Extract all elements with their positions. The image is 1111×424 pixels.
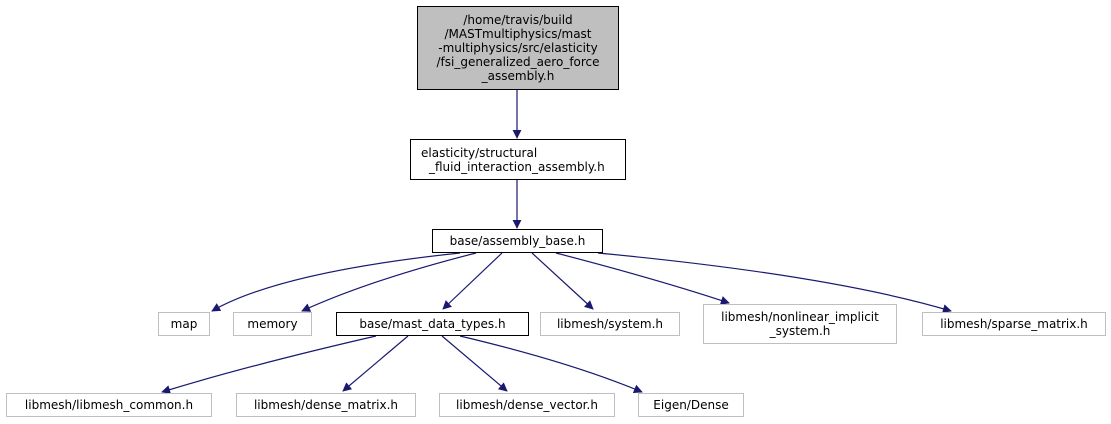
node-assembly-base[interactable]: base/assembly_base.h: [432, 229, 603, 253]
node-libmesh-libmesh-common[interactable]: libmesh/libmesh_common.h: [6, 393, 212, 417]
node-libmesh-dense-vector[interactable]: libmesh/dense_vector.h: [439, 393, 615, 417]
nonlinear-line-2: _system.h: [769, 324, 831, 338]
root-line-1: /home/travis/build: [463, 13, 573, 27]
node-mast-data-types[interactable]: base/mast_data_types.h: [336, 312, 529, 336]
node-fsi-generalized-aero-force-assembly[interactable]: /home/travis/build /MASTmultiphysics/mas…: [417, 6, 619, 90]
node-memory[interactable]: memory: [233, 312, 312, 336]
dense-vector-label: libmesh/dense_vector.h: [456, 398, 598, 412]
edge-assembly-base-to-memory: [301, 252, 477, 312]
node-map[interactable]: map: [158, 312, 210, 336]
edge-mast-data-types-to-libmesh-common: [161, 335, 377, 394]
root-line-5: _assembly.h: [481, 69, 555, 83]
dense-matrix-label: libmesh/dense_matrix.h: [253, 398, 399, 412]
edge-assembly-base-to-nonlinear: [555, 252, 730, 305]
node-libmesh-system[interactable]: libmesh/system.h: [540, 312, 680, 336]
node-libmesh-dense-matrix[interactable]: libmesh/dense_matrix.h: [236, 393, 416, 417]
root-line-3: -multiphysics/src/elasticity: [438, 41, 598, 55]
nonlinear-line-1: libmesh/nonlinear_implicit: [721, 310, 879, 324]
eigen-dense-label: Eigen/Dense: [653, 398, 729, 412]
assembly-base-label: base/assembly_base.h: [449, 234, 586, 248]
sparse-matrix-label: libmesh/sparse_matrix.h: [940, 317, 1088, 331]
node-structural-fluid-interaction-assembly[interactable]: elasticity/structural _fluid_interaction…: [410, 139, 626, 180]
edge-assembly-base-to-map: [211, 252, 461, 312]
mast-data-types-label: base/mast_data_types.h: [359, 317, 506, 331]
node-libmesh-nonlinear-implicit-system[interactable]: libmesh/nonlinear_implicit _system.h: [703, 304, 897, 344]
node-eigen-dense[interactable]: Eigen/Dense: [638, 393, 744, 417]
system-label: libmesh/system.h: [556, 317, 664, 331]
edge-mast-data-types-to-dense-matrix: [342, 335, 409, 392]
edge-mast-data-types-to-dense-vector: [441, 335, 508, 392]
fsi-line-1: elasticity/structural: [421, 145, 538, 160]
map-label: map: [170, 317, 198, 331]
edge-assembly-base-to-system: [531, 252, 594, 310]
root-line-2: /MASTmultiphysics/mast: [444, 27, 592, 41]
edge-assembly-base-to-mast-data-types: [442, 252, 503, 310]
libmesh-common-label: libmesh/libmesh_common.h: [24, 398, 194, 412]
fsi-line-2: _fluid_interaction_assembly.h: [429, 159, 605, 174]
edge-mast-data-types-to-eigen-dense: [459, 335, 643, 394]
memory-label: memory: [247, 317, 298, 331]
root-line-4: /fsi_generalized_aero_force: [436, 55, 600, 69]
edge-assembly-base-to-sparse-matrix: [597, 252, 952, 314]
node-libmesh-sparse-matrix[interactable]: libmesh/sparse_matrix.h: [922, 312, 1106, 336]
